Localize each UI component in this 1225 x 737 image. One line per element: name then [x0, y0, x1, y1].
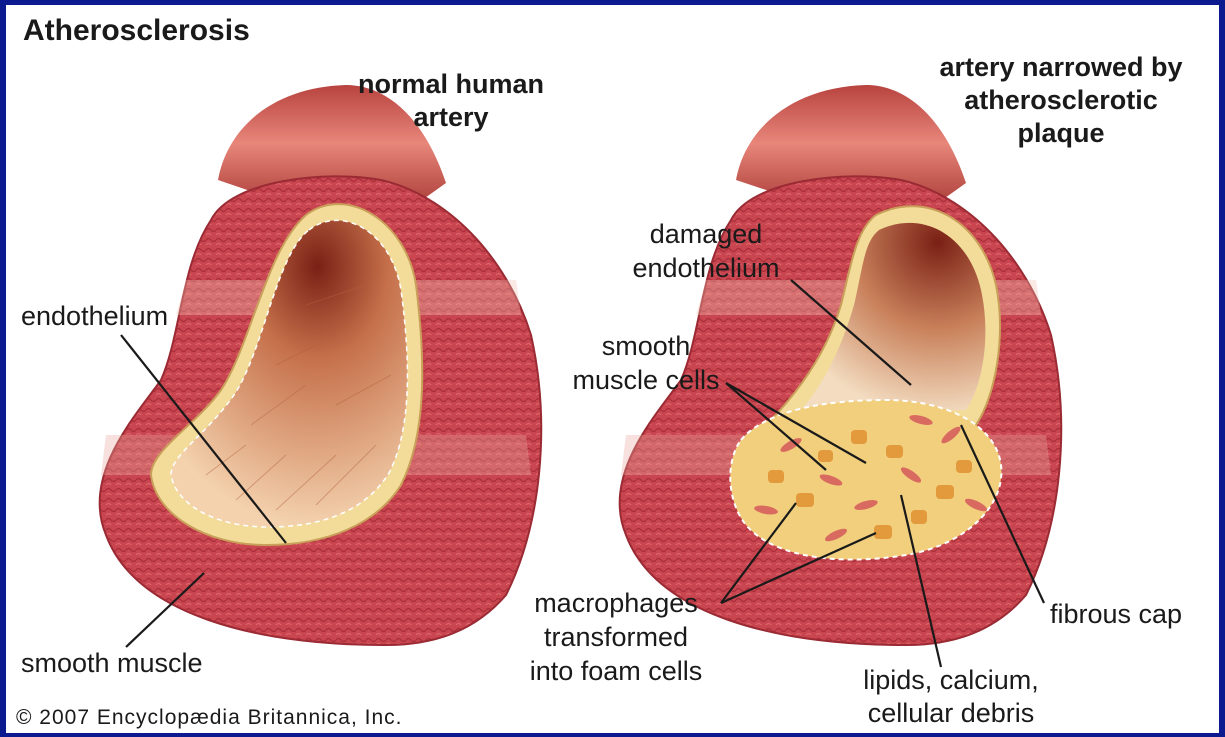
label-macrophages-line1: macrophages	[506, 588, 726, 619]
label-damaged-line2: endothelium	[606, 253, 806, 284]
label-fibrous-cap: fibrous cap	[1050, 599, 1182, 630]
label-smooth-muscle: smooth muscle	[21, 648, 203, 679]
narrowed-artery-caption-line3: plaque	[911, 118, 1211, 149]
label-endothelium: endothelium	[21, 301, 168, 332]
narrowed-artery-caption-line1: artery narrowed by	[911, 52, 1211, 83]
diagram-panel: Atherosclerosis normal human artery arte…	[6, 5, 1219, 733]
label-lipids-line2: cellular debris	[836, 698, 1066, 729]
normal-artery-caption-line2: artery	[336, 102, 566, 133]
normal-artery-illustration	[100, 85, 542, 645]
label-macrophages-line3: into foam cells	[506, 656, 726, 687]
label-lipids-line1: lipids, calcium,	[836, 665, 1066, 696]
label-smooth-cells-line2: muscle cells	[561, 365, 731, 396]
label-smooth-cells-line1: smooth	[561, 331, 731, 362]
label-macrophages-line2: transformed	[506, 622, 726, 653]
copyright-notice: © 2007 Encyclopædia Britannica, Inc.	[16, 706, 403, 730]
narrowed-artery-caption-line2: atherosclerotic	[911, 85, 1211, 116]
diagram-title: Atherosclerosis	[23, 15, 250, 46]
label-damaged-line1: damaged	[606, 219, 806, 250]
normal-artery-caption-line1: normal human	[336, 69, 566, 100]
